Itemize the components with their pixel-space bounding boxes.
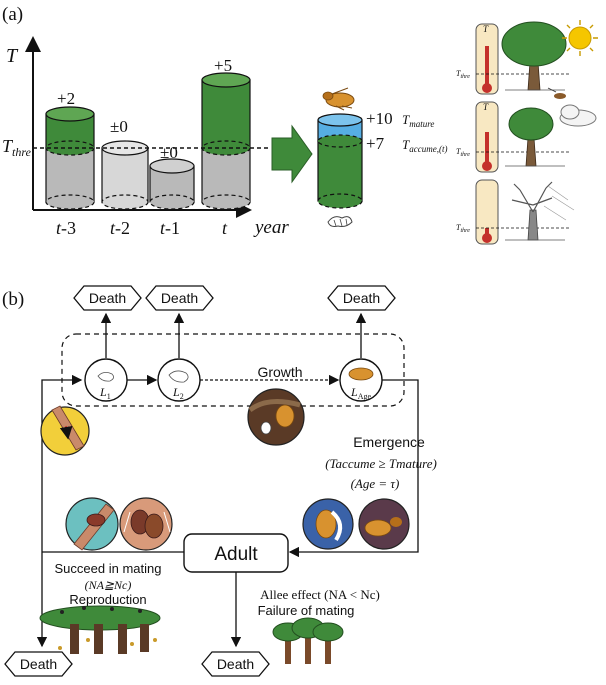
mating-line2: (NA≧Nc): [85, 578, 132, 592]
bar-t: [201, 72, 251, 210]
bare-tree-icon: [505, 181, 575, 241]
svg-text:Death: Death: [161, 290, 198, 306]
larva-icon: [327, 216, 353, 227]
mating-line3: Reproduction: [69, 592, 146, 607]
bar-label-t-2: t-2: [110, 218, 130, 238]
mature-label: Tmature: [402, 112, 434, 129]
thre-label-1: Tthre: [456, 69, 470, 80]
larval-stage-box: [61, 333, 405, 407]
emergence-icon-1: [302, 498, 354, 550]
thre-label-3: Tthre: [456, 223, 470, 234]
egg-laying-icon: [40, 405, 90, 456]
mating-icon-2: [119, 497, 173, 551]
svg-text:Adult: Adult: [214, 544, 258, 565]
bar-t-1: [149, 158, 195, 210]
death-node-2: Death: [145, 285, 214, 311]
stage-l2-label: L2: [172, 385, 184, 401]
thermometer-mild: [475, 101, 499, 173]
mature-value: +10: [366, 109, 393, 128]
death-node-1: Death: [73, 285, 142, 311]
bar-label-t-3: t-3: [56, 218, 76, 238]
bar-label-t-1: t-1: [160, 218, 180, 238]
bar-delta-t-3: +2: [57, 89, 75, 108]
arrow-emergence: [288, 379, 419, 558]
cicada-icon: [322, 87, 355, 111]
underground-nymph-icon: [247, 388, 305, 446]
death-node-3: Death: [327, 285, 396, 311]
panel-a-label: (a): [2, 4, 23, 25]
stage-l2: L2: [157, 358, 201, 402]
thermometer-label-2: T: [483, 102, 489, 112]
adult-node: Adult: [183, 533, 289, 573]
stage-lage: LAge: [339, 358, 383, 402]
thermometer-label-1: T: [483, 24, 489, 34]
bar-delta-t: +5: [214, 56, 232, 75]
y-axis-label: T: [6, 45, 19, 67]
emerging-cicada-icon: [547, 87, 566, 99]
growth-label: Growth: [257, 364, 302, 380]
thermometer-cold: [475, 179, 499, 245]
thermometer-hot: [475, 23, 499, 95]
svg-text:Death: Death: [343, 290, 380, 306]
death-node-4: Death: [4, 651, 73, 677]
bar-t-3: [45, 106, 95, 210]
panel-b-label: (b): [2, 289, 24, 310]
failure-trees-icon: [272, 617, 344, 664]
accume-value: +7: [366, 134, 385, 153]
stage-l1: L1: [84, 358, 128, 402]
allee-line2: Failure of mating: [258, 603, 355, 618]
death-node-5: Death: [201, 651, 270, 677]
mating-icon-1: [65, 497, 119, 551]
svg-text:Death: Death: [89, 290, 126, 306]
svg-text:Death: Death: [20, 656, 57, 672]
emergence-cond2: (Age = τ): [351, 476, 400, 491]
bar-delta-t-1: ±0: [160, 143, 178, 162]
cloud-icon: [559, 104, 597, 127]
bar-label-t: t: [222, 218, 228, 238]
stage-l1-label: L1: [99, 385, 111, 401]
reproduction-trees-icon: [39, 605, 161, 654]
thre-label-2: Tthre: [456, 147, 470, 158]
tree-medium-icon: [505, 107, 565, 167]
accumulation-arrow: [271, 124, 313, 184]
accume-label: Taccume,(t): [402, 137, 447, 154]
bar-t-2: [101, 140, 149, 210]
svg-text:Death: Death: [217, 656, 254, 672]
accumulated-cylinder: [317, 113, 363, 209]
sun-icon: [562, 20, 598, 56]
emergence-title: Emergence: [353, 434, 425, 450]
emergence-cond1: (Taccume ≥ Tmature): [325, 456, 437, 471]
tree-leafy-icon: [501, 21, 567, 91]
allee-line1: Allee effect (NA < Nc): [260, 587, 380, 602]
stage-lage-label: LAge: [350, 385, 371, 401]
bar-delta-t-2: ±0: [110, 117, 128, 136]
mating-line1: Succeed in mating: [55, 561, 162, 576]
threshold-label: Tthre: [2, 136, 32, 159]
arrow-adult-to-l1: [41, 374, 83, 552]
x-axis-label: year: [253, 217, 289, 238]
emergence-icon-2: [358, 498, 410, 550]
